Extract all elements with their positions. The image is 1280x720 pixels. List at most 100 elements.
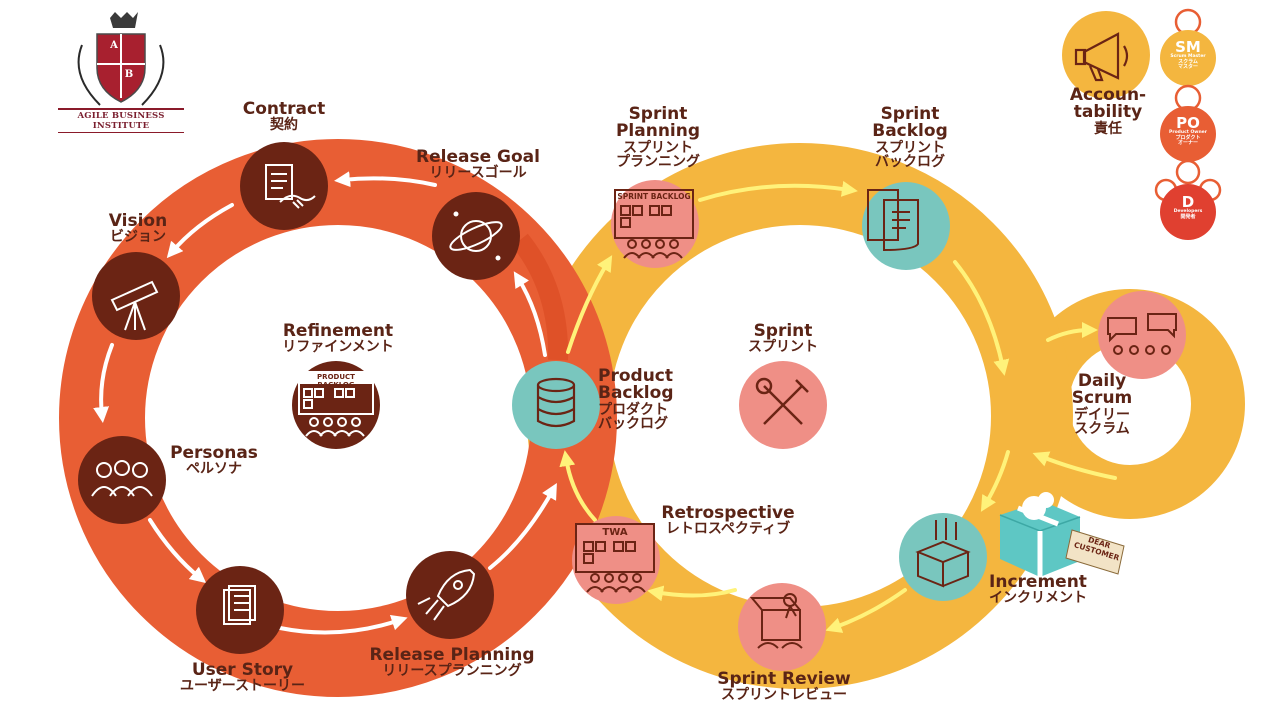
jack-in-box-icon: [749, 593, 803, 649]
label-sprint-planning-ja2: プランニング: [616, 153, 700, 170]
role-sm-text: SM Scrum Master スクラム マスター: [1160, 40, 1216, 70]
label-sprint-backlog: Sprint Backlog スプリント バックログ: [850, 104, 970, 170]
label-product-backlog-ja2: バックログ: [598, 415, 668, 432]
sprint-backlog-board-icon: [614, 189, 694, 259]
label-sprint-review-en: Sprint Review: [717, 669, 851, 689]
contract-handshake-icon: [265, 164, 316, 209]
label-contract-en: Contract: [242, 99, 326, 119]
label-user-story-en: User Story: [191, 660, 294, 680]
role-developers: [1154, 159, 1222, 240]
planet-icon: [449, 211, 503, 261]
label-sprint-review-ja: スプリントレビュー: [721, 687, 847, 704]
label-contract: Contract 契約: [224, 99, 344, 134]
label-accountability-en1: Accoun-: [1069, 85, 1147, 105]
twa-board-icon: [575, 523, 655, 593]
label-retrospective-en: Retrospective: [661, 503, 795, 523]
label-sprint: Sprint スプリント: [733, 321, 833, 356]
logo-name: AGILE BUSINESS INSTITUTE: [58, 108, 184, 133]
label-product-backlog-en2: Backlog: [598, 383, 674, 404]
role-scrum-master: [1160, 8, 1216, 86]
label-sprint-en: Sprint: [753, 321, 813, 341]
chat-bubbles-icon: [1107, 313, 1177, 355]
label-sprint-planning: Sprint Planning スプリント プランニング: [598, 104, 718, 170]
sprint-backlog-caption: SPRINT BACKLOG: [617, 192, 691, 201]
role-po-text: PO Product Owner プロダクト オーナー: [1160, 116, 1216, 146]
label-accountability-en2: tability: [1073, 102, 1143, 123]
role-sm-line3: マスター: [1177, 63, 1198, 70]
wrench-hammer-icon: [755, 377, 809, 425]
label-sprint-backlog-ja2: バックログ: [875, 153, 945, 170]
role-po-abbr: PO: [1176, 114, 1200, 132]
document-icon: [223, 585, 256, 625]
role-po-line3: オーナー: [1177, 139, 1198, 146]
role-d-line2: 開発者: [1180, 213, 1196, 220]
label-retrospective: Retrospective レトロスペクティブ: [648, 503, 808, 538]
label-personas-en: Personas: [170, 443, 258, 463]
database-icon: [536, 377, 576, 428]
label-accountability: Accoun- tability 責任: [1056, 85, 1160, 136]
label-daily-scrum-ja1: デイリー: [1074, 406, 1130, 423]
megaphone-icon: [1074, 32, 1129, 82]
people-icon: [91, 460, 153, 497]
role-sm-abbr: SM: [1175, 38, 1201, 56]
role-d-abbr: D: [1181, 193, 1195, 211]
refinement-node: [292, 361, 380, 449]
increment-node: [899, 513, 987, 601]
open-box-icon: [915, 518, 971, 588]
label-release-planning-en: Release Planning: [369, 645, 535, 665]
label-sprint-review: Sprint Review スプリントレビュー: [700, 669, 868, 704]
sprint-center-node: [739, 361, 827, 449]
user-story-node: [196, 566, 284, 654]
label-contract-ja: 契約: [270, 117, 298, 134]
accountability-node: [1062, 11, 1150, 99]
sprint-arrows: [559, 180, 1117, 633]
label-increment-ja: インクリメント: [989, 590, 1087, 607]
role-d-text: D Developers 開発者: [1160, 195, 1216, 220]
product-backlog-caption: PRODUCT BACKLOG: [317, 373, 355, 389]
product-backlog-node: [512, 361, 600, 449]
abi-logo: [77, 12, 165, 106]
sprint-review-node: [738, 583, 826, 671]
label-sprint-planning-en1: Sprint: [628, 104, 688, 124]
label-sprint-backlog-en2: Backlog: [872, 121, 948, 142]
label-release-goal-ja: リリースゴール: [429, 165, 527, 182]
vision-node: [92, 252, 180, 340]
label-refinement-en: Refinement: [282, 321, 394, 341]
role-sm-line1: Scrum Master: [1170, 54, 1206, 59]
label-user-story-ja: ユーザーストーリー: [179, 678, 306, 695]
label-release-goal-en: Release Goal: [416, 147, 540, 167]
personas-node: [78, 436, 166, 524]
twa-caption: TWA: [602, 527, 628, 538]
label-release-planning: Release Planning リリースプランニング: [360, 645, 544, 680]
label-daily-scrum-en2: Scrum: [1071, 388, 1133, 409]
label-product-backlog-en1: Product: [598, 366, 673, 386]
label-personas-ja: ペルソナ: [186, 461, 242, 478]
product-backlog-board-icon: [298, 371, 374, 437]
label-refinement-ja: リファインメント: [282, 339, 394, 356]
label-sprint-ja: スプリント: [748, 339, 818, 356]
label-increment-en: Increment: [989, 572, 1087, 592]
label-release-goal: Release Goal リリースゴール: [403, 147, 553, 182]
documents-icon: [867, 189, 919, 252]
label-sprint-planning-ja1: スプリント: [623, 139, 693, 156]
label-user-story: User Story ユーザーストーリー: [160, 660, 325, 695]
label-release-planning-ja: リリースプランニング: [382, 663, 522, 680]
label-daily-scrum-en1: Daily: [1077, 371, 1127, 391]
label-daily-scrum: Daily Scrum デイリー スクラム: [1052, 371, 1152, 437]
label-product-backlog: Product Backlog プロダクト バックログ: [598, 366, 708, 432]
label-sprint-backlog-en1: Sprint: [880, 104, 940, 124]
retrospective-node: [572, 516, 660, 604]
sprint-backlog-node: [862, 182, 950, 270]
daily-scrum-node: [1098, 291, 1186, 379]
label-product-backlog-ja1: プロダクト: [598, 401, 668, 418]
label-vision-en: Vision: [108, 211, 168, 231]
role-po-line2: プロダクト: [1175, 134, 1201, 141]
label-daily-scrum-ja2: スクラム: [1074, 420, 1130, 437]
crest-letter-a: A: [110, 40, 118, 51]
release-planning-node: [406, 551, 494, 639]
crest-letter-b: B: [124, 69, 134, 80]
label-retrospective-ja: レトロスペクティブ: [665, 521, 791, 538]
sprint-planning-node: [611, 180, 699, 268]
label-sprint-backlog-ja1: スプリント: [875, 139, 945, 156]
